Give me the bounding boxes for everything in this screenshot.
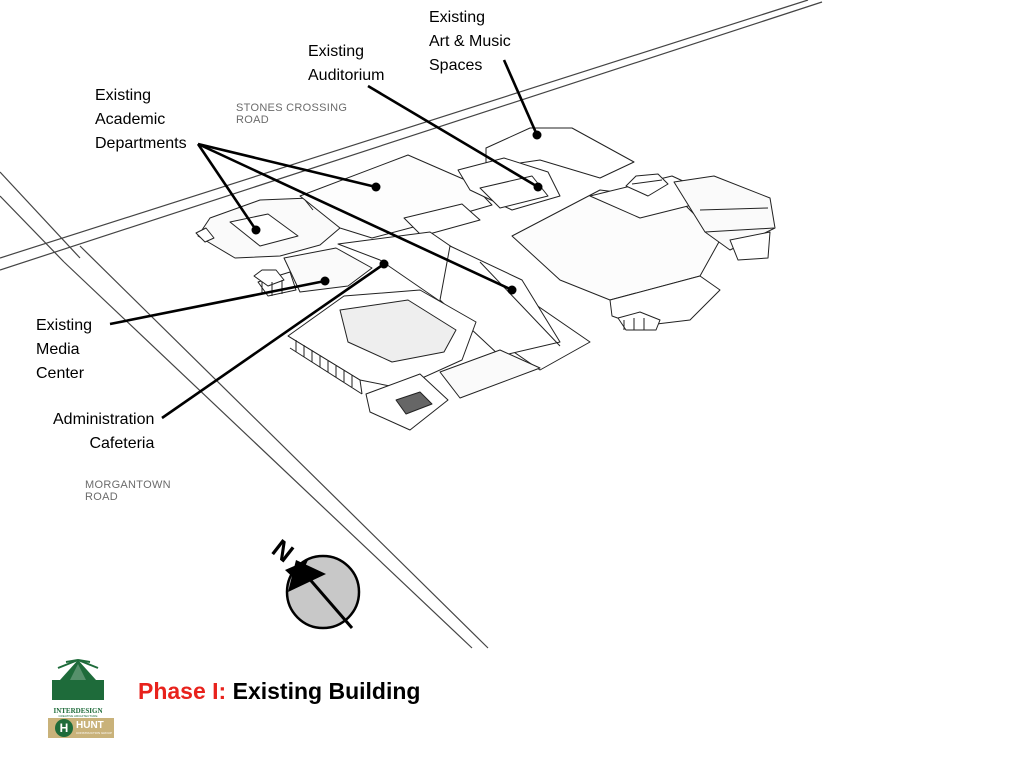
label-academic: Existing Academic Departments [95,87,187,152]
dot-auditorium [533,182,543,192]
label-admin: Administration Cafeteria [53,411,155,452]
interdesign-logo-tagline: CREATIVE ARCHITECTURE [58,714,98,718]
dot-academic-1 [371,182,381,192]
leader-dots [251,130,543,295]
road-label-morgantown: MORGANTOWN ROAD [85,479,171,503]
label-media: Existing Media Center [36,317,93,382]
north-arrow-icon: N [266,533,361,630]
label-art-music: Existing Art & Music Spaces [429,9,511,74]
dot-admin [379,259,389,269]
hunt-logo-tagline: CONSTRUCTION GROUP [76,731,112,735]
dot-academic-2 [251,225,261,235]
dot-academic-3 [507,285,517,295]
interdesign-logo-icon [52,659,104,700]
dot-media [320,276,330,286]
title-prefix: Phase I: [138,678,227,704]
title-main: Existing Building [232,678,421,704]
road-lines [0,0,823,649]
leader-lines [109,59,539,420]
hunt-logo: H HUNT CONSTRUCTION GROUP [48,718,114,738]
hunt-logo-icon [55,719,73,737]
interdesign-logo: INTERDESIGN CREATIVE ARCHITECTURE [50,658,106,718]
page-title: Phase I: Existing Building [138,678,420,705]
road-label-stones-crossing: STONES CROSSING ROAD [236,102,348,126]
hunt-logo-text: HUNT [76,720,104,731]
label-auditorium: Existing Auditorium [308,43,385,84]
hunt-logo-letter: H [59,721,69,735]
compass-letter: N [266,533,299,568]
dot-art-music [532,130,542,140]
interdesign-logo-text: INTERDESIGN [53,707,103,715]
